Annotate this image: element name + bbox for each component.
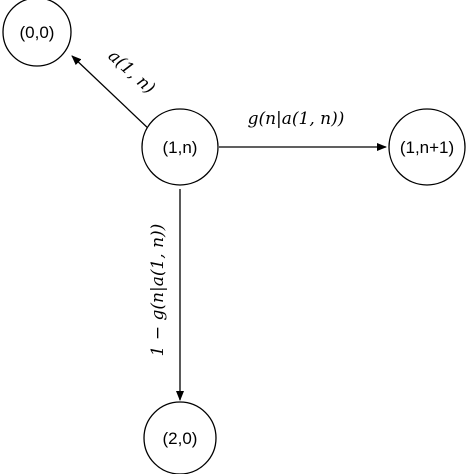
edge-to-0-0 xyxy=(71,55,152,132)
node-label: (1,n+1) xyxy=(400,138,454,157)
edge-label-to-0-0: a(1, n) xyxy=(104,46,159,98)
node-label: (2,0) xyxy=(163,429,198,448)
node-0-0: (0,0) xyxy=(2,0,72,67)
node-label: (0,0) xyxy=(20,23,55,42)
node-label: (1,n) xyxy=(163,138,198,157)
node-1-n-plus-1: (1,n+1) xyxy=(388,108,466,186)
node-2-0: (2,0) xyxy=(143,401,217,474)
edge-label-to-2-0: 1 − g(n|a(1, n)) xyxy=(148,224,168,357)
node-1-n: (1,n) xyxy=(141,108,219,186)
edge-label-to-1-n-plus-1: g(n|a(1, n)) xyxy=(248,109,345,129)
